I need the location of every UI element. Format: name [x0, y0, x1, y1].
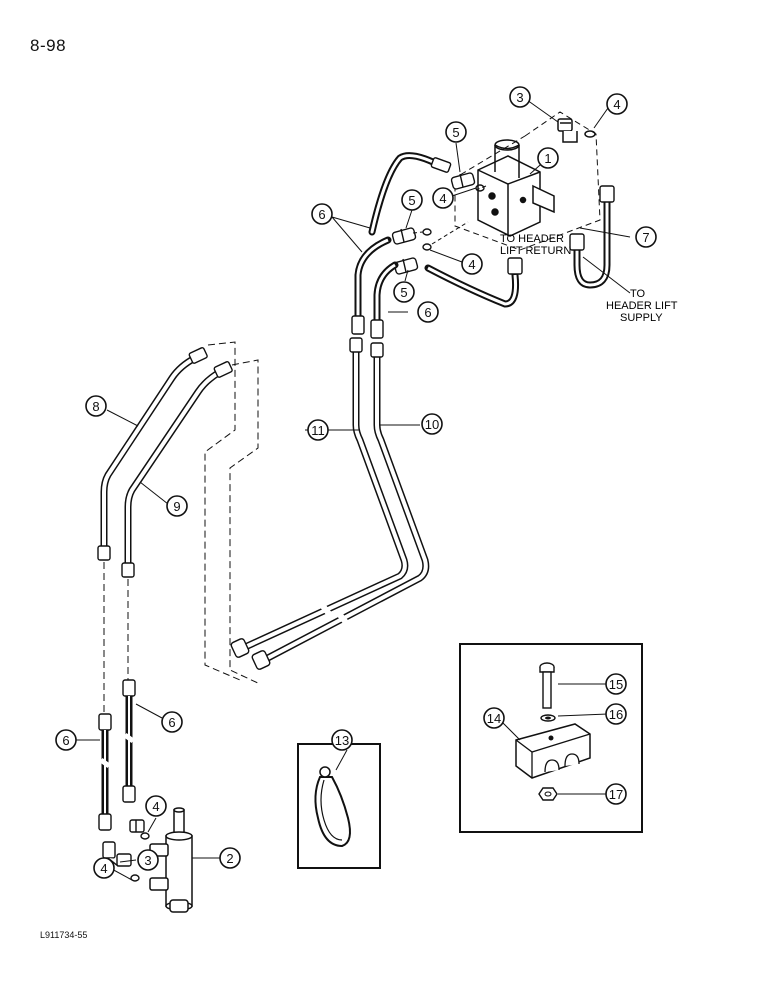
svg-text:6: 6	[424, 305, 431, 320]
callout-3-top: 3	[509, 86, 531, 108]
o-ring-lower-a	[140, 832, 150, 840]
hose-to-header-lift-return	[424, 257, 523, 308]
svg-text:4: 4	[613, 97, 620, 112]
callout-7: 7	[635, 226, 657, 248]
hose-upper-left-loop-inner	[370, 154, 447, 234]
svg-text:10: 10	[425, 417, 439, 432]
svg-text:7: 7	[642, 230, 649, 245]
hose-6-right-inner	[375, 263, 396, 320]
lift-cylinder	[149, 807, 193, 913]
hose-end-top	[430, 157, 452, 173]
valve-block	[477, 139, 555, 237]
callout-15: 15	[605, 673, 627, 695]
tube-break-marks	[319, 603, 351, 627]
svg-text:5: 5	[452, 125, 459, 140]
svg-text:3: 3	[144, 853, 151, 868]
label-supply-leader	[582, 256, 631, 294]
callout-17: 17	[605, 783, 627, 805]
o-ring-top-right	[584, 130, 596, 138]
hose-6-left-inner	[356, 238, 389, 316]
svg-text:16: 16	[609, 707, 623, 722]
hose-6-lower-left	[98, 713, 112, 831]
callout-8: 8	[85, 395, 107, 417]
svg-text:5: 5	[408, 193, 415, 208]
hose-6-lower-right	[122, 679, 136, 803]
svg-text:15: 15	[609, 677, 623, 692]
steel-tube-11	[230, 337, 409, 658]
callout-9: 9	[166, 495, 188, 517]
callout-10: 10	[421, 413, 443, 435]
label-header-lift-supply-line3: SUPPLY	[620, 312, 663, 324]
page-number: 8-98	[30, 36, 67, 55]
steel-tube-8	[97, 347, 208, 561]
callout-5-c: 5	[393, 281, 415, 303]
callout-4-top: 4	[606, 93, 628, 115]
label-header-lift-return-line2: LIFT RETURN	[500, 245, 571, 257]
svg-text:9: 9	[173, 499, 180, 514]
svg-text:4: 4	[439, 191, 446, 206]
label-header-lift-supply-line1: TO	[630, 288, 646, 300]
callout-6-right-lower: 6	[161, 711, 183, 733]
callout-1: 1	[537, 147, 559, 169]
hose-end-6-left	[351, 315, 365, 335]
callout-4-lower-a: 4	[145, 795, 167, 817]
svg-text:4: 4	[152, 799, 159, 814]
svg-text:4: 4	[100, 861, 107, 876]
callout-14: 14	[483, 707, 505, 729]
figure-code: L911734-55	[40, 930, 88, 940]
strap-inset	[297, 743, 381, 869]
callout-6-mid: 6	[417, 301, 439, 323]
label-header-lift-supply-line2: HEADER LIFT	[606, 300, 678, 312]
svg-text:13: 13	[335, 733, 349, 748]
callout-13: 13	[331, 729, 353, 751]
svg-text:5: 5	[400, 285, 407, 300]
elbow-fitting-lower	[102, 841, 132, 867]
fitting-5-b	[391, 227, 417, 245]
svg-text:6: 6	[168, 715, 175, 730]
steel-tube-10	[251, 342, 430, 670]
svg-text:17: 17	[609, 787, 623, 802]
svg-text:14: 14	[487, 711, 501, 726]
callout-5-a: 5	[445, 121, 467, 143]
steel-tube-9	[121, 361, 233, 578]
callout-4-valve-b: 4	[461, 253, 483, 275]
svg-text:3: 3	[516, 90, 523, 105]
fitting-5-a	[450, 172, 476, 190]
hose-end-6-right	[370, 319, 384, 339]
callout-2: 2	[219, 847, 241, 869]
callout-4-lower-b: 4	[93, 857, 115, 879]
callout-5-b: 5	[401, 189, 423, 211]
fitting-lower-straight	[129, 819, 145, 833]
elbow-fitting-top	[557, 118, 578, 143]
o-ring-valve-c	[422, 243, 432, 251]
callout-11: 11	[307, 419, 329, 441]
svg-text:11: 11	[311, 423, 325, 438]
svg-text:1: 1	[544, 151, 551, 166]
callout-16: 16	[605, 703, 627, 725]
o-ring-lower-b	[130, 874, 140, 882]
o-ring-valve-b	[422, 228, 432, 236]
callout-3-bottom: 3	[137, 849, 159, 871]
svg-text:8: 8	[92, 399, 99, 414]
hose-7-header-lift-supply	[569, 185, 615, 289]
valve-port-leaders	[412, 185, 487, 245]
routing-outlines	[103, 341, 261, 712]
callout-4-valve-a: 4	[432, 187, 454, 209]
svg-text:6: 6	[318, 207, 325, 222]
callout-leaders	[76, 99, 631, 881]
callout-6-top: 6	[311, 203, 333, 225]
svg-text:4: 4	[468, 257, 475, 272]
label-header-lift-return-line1: TO HEADER	[500, 233, 564, 245]
callout-6-left-lower: 6	[55, 729, 77, 751]
svg-text:2: 2	[226, 851, 233, 866]
svg-text:6: 6	[62, 733, 69, 748]
